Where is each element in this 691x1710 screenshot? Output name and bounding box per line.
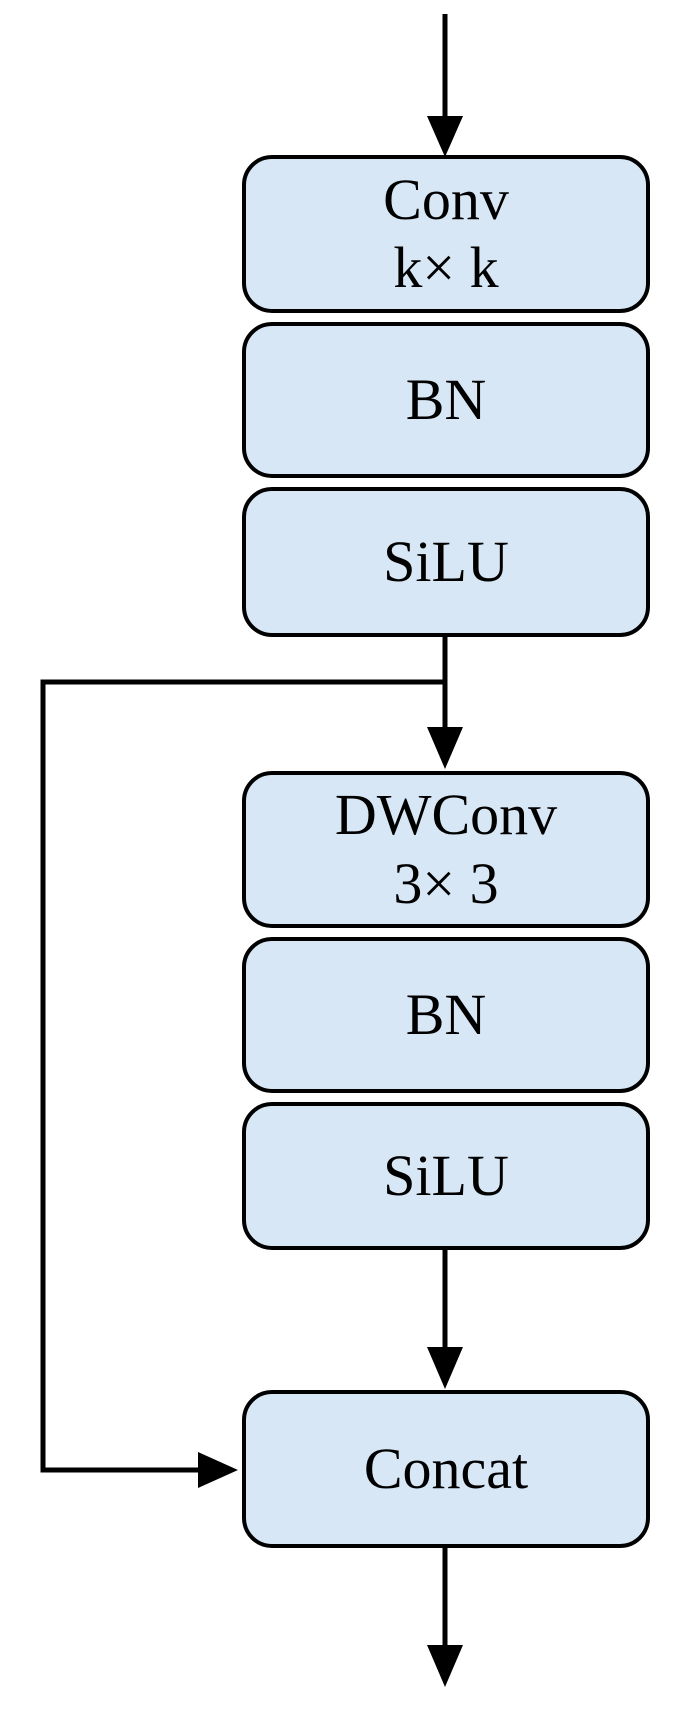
node-batchnorm-1: BN: [242, 322, 650, 478]
node-concat: Concat: [242, 1390, 650, 1548]
node-silu-1-label: SiLU: [383, 528, 509, 594]
node-silu-2: SiLU: [242, 1102, 650, 1250]
node-silu-2-label: SiLU: [383, 1142, 509, 1208]
node-conv: Conv k× k: [242, 155, 650, 313]
node-dwconv: DWConv 3× 3: [242, 771, 650, 928]
node-conv-label: Conv: [383, 166, 509, 232]
skip-connection-arrowhead-icon: [198, 1452, 238, 1488]
silu2-to-concat-arrowhead-icon: [427, 1347, 463, 1389]
node-batchnorm-1-label: BN: [405, 366, 487, 432]
node-concat-label: Concat: [363, 1435, 529, 1501]
node-silu-1: SiLU: [242, 487, 650, 637]
node-dwconv-label: DWConv: [334, 782, 558, 848]
output-arrowhead-icon: [427, 1645, 463, 1687]
silu1-to-dwconv-arrowhead-icon: [427, 727, 463, 769]
node-batchnorm-2-label: BN: [405, 981, 487, 1047]
node-dwconv-kernel-label: 3× 3: [393, 850, 499, 916]
skip-connection-line: [40, 679, 445, 1473]
node-batchnorm-2: BN: [242, 937, 650, 1093]
node-conv-kernel-label: k× k: [393, 235, 499, 300]
input-arrowhead-icon: [427, 116, 463, 157]
